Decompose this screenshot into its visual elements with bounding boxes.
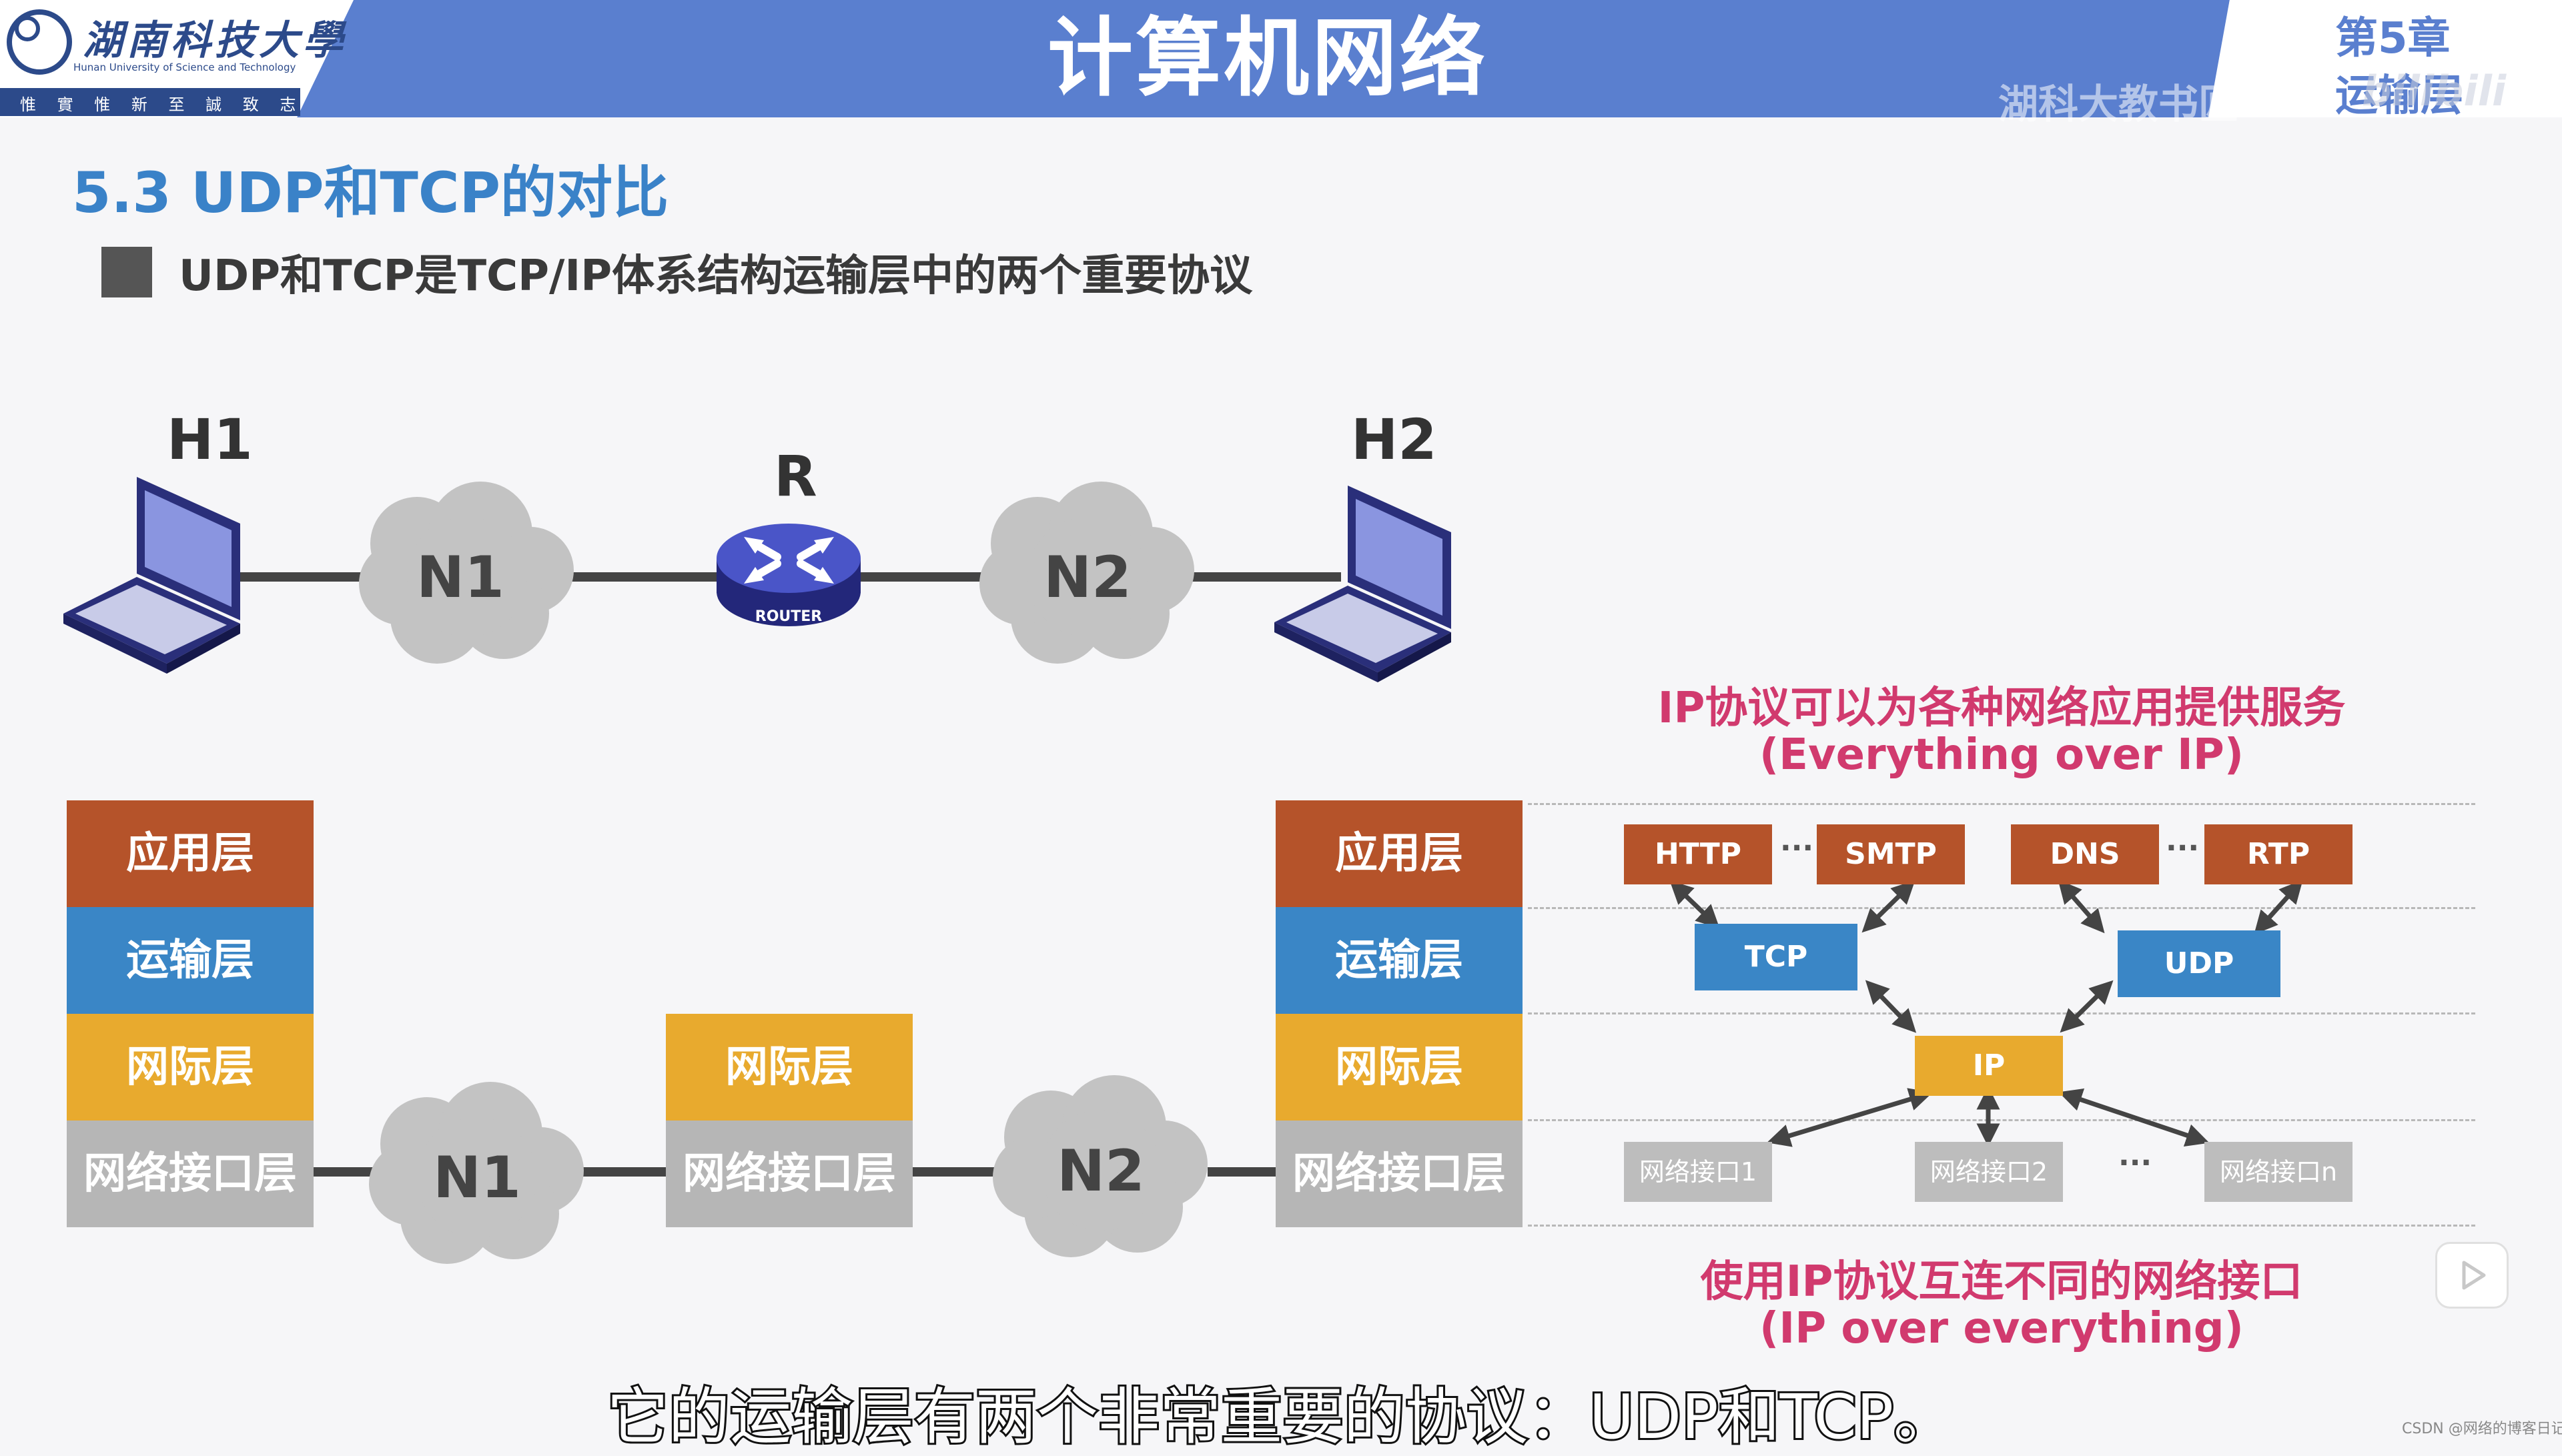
section-title: 5.3 UDP和TCP的对比 xyxy=(72,160,669,225)
bottom-caption-line1: 使用IP协议互连不同的网络接口 xyxy=(1700,1257,2303,1307)
csdn-watermark: CSDN @网络的博客日记 xyxy=(2402,1421,2562,1437)
cloud-icon: N1 xyxy=(359,482,574,664)
cloud-label-n1-bottom: N1 xyxy=(433,1145,521,1211)
top-caption-line1: IP协议可以为各种网络应用提供服务 xyxy=(1657,684,2346,733)
divider-line xyxy=(1528,1119,2475,1121)
chapter-panel xyxy=(2208,0,2562,117)
laptop-icon xyxy=(1274,486,1451,682)
cloud-label-n1: N1 xyxy=(416,544,504,611)
cloud-label-n2: N2 xyxy=(1043,544,1132,611)
link-stack-r-n2 xyxy=(913,1167,1013,1177)
play-triangle-icon xyxy=(2462,1261,2486,1290)
link-stack-h1-n1 xyxy=(314,1167,380,1177)
course-title: 计算机网络 xyxy=(1047,9,1488,108)
link-stack-n2-h2 xyxy=(1208,1167,1276,1177)
smtp-box: SMTP xyxy=(1817,824,1965,884)
divider-line xyxy=(1528,1012,2475,1014)
motto-bar xyxy=(0,88,300,116)
router-internet-layer: 网际层 xyxy=(666,1014,913,1121)
router-network-interface-layer: 网络接口层 xyxy=(666,1121,913,1227)
h2-network-interface-layer: 网络接口层 xyxy=(1276,1121,1523,1227)
university-emblem-icon xyxy=(7,9,72,75)
h1-network-interface-layer: 网络接口层 xyxy=(67,1121,314,1227)
link-r-n2 xyxy=(854,572,987,582)
rtp-box: RTP xyxy=(2204,824,2353,884)
host-label-h1: H1 xyxy=(167,407,253,472)
interface-1-box: 网络接口1 xyxy=(1624,1142,1772,1202)
divider-line xyxy=(1528,1225,2475,1227)
header-band xyxy=(0,0,2562,117)
top-caption-line2: (Everything over IP) xyxy=(1759,730,2244,780)
ellipsis: ··· xyxy=(2166,831,2200,865)
http-box: HTTP xyxy=(1624,824,1772,884)
bullet-square-icon xyxy=(101,247,152,297)
h2-transport-layer: 运输层 xyxy=(1276,907,1523,1014)
router-label: R xyxy=(774,444,817,509)
cloud-icon: N2 xyxy=(993,1075,1208,1257)
router-icon: ROUTER xyxy=(717,524,861,626)
h1-application-layer: 应用层 xyxy=(67,800,314,907)
link-h1-n1 xyxy=(214,572,367,582)
bottom-caption-line2: (IP over everything) xyxy=(1759,1304,2244,1353)
host-label-h2: H2 xyxy=(1351,407,1437,472)
bullet-text: UDP和TCP是TCP/IP体系结构运输层中的两个重要协议 xyxy=(179,251,1253,301)
university-name-en: Hunan University of Science and Technolo… xyxy=(73,61,296,73)
university-name-zh: 湖南科技大學 xyxy=(83,17,347,64)
ip-box: IP xyxy=(1915,1036,2063,1096)
interface-2-box: 网络接口2 xyxy=(1915,1142,2063,1202)
link-stack-n1-r xyxy=(580,1167,666,1177)
link-n1-r xyxy=(560,572,734,582)
h1-internet-layer: 网际层 xyxy=(67,1014,314,1121)
video-subtitle: 它的运输层有两个非常重要的协议：UDP和TCP。 xyxy=(605,1379,1957,1455)
udp-box: UDP xyxy=(2118,930,2280,997)
tcp-box: TCP xyxy=(1695,924,1857,990)
channel-watermark: 湖科大教书匠 xyxy=(1998,81,2238,128)
h2-application-layer: 应用层 xyxy=(1276,800,1523,907)
interface-n-box: 网络接口n xyxy=(2204,1142,2353,1202)
divider-line xyxy=(1528,907,2475,909)
arrow-icon xyxy=(1669,879,2303,1147)
dns-box: DNS xyxy=(2011,824,2159,884)
router-caption: ROUTER xyxy=(755,608,823,625)
cloud-label-n2-bottom: N2 xyxy=(1057,1138,1145,1205)
chapter-number: 第5章 xyxy=(2335,14,2451,63)
ellipsis: ··· xyxy=(1780,831,1814,865)
emblem-inner-ring xyxy=(15,16,40,41)
h1-transport-layer: 运输层 xyxy=(67,907,314,1014)
play-icon[interactable] xyxy=(2435,1242,2509,1309)
laptop-icon xyxy=(63,477,240,674)
h2-internet-layer: 网际层 xyxy=(1276,1014,1523,1121)
ellipsis: ··· xyxy=(2118,1146,2152,1180)
chapter-name: 运输层 xyxy=(2335,71,2463,121)
bilibili-logo: bilibili xyxy=(2362,67,2507,115)
cloud-icon: N2 xyxy=(979,482,1194,664)
university-motto: 惟 實 惟 新 至 誠 致 志 xyxy=(20,95,304,114)
cloud-icon: N1 xyxy=(369,1082,584,1264)
divider-line xyxy=(1528,803,2475,805)
link-n2-h2 xyxy=(1188,572,1341,582)
